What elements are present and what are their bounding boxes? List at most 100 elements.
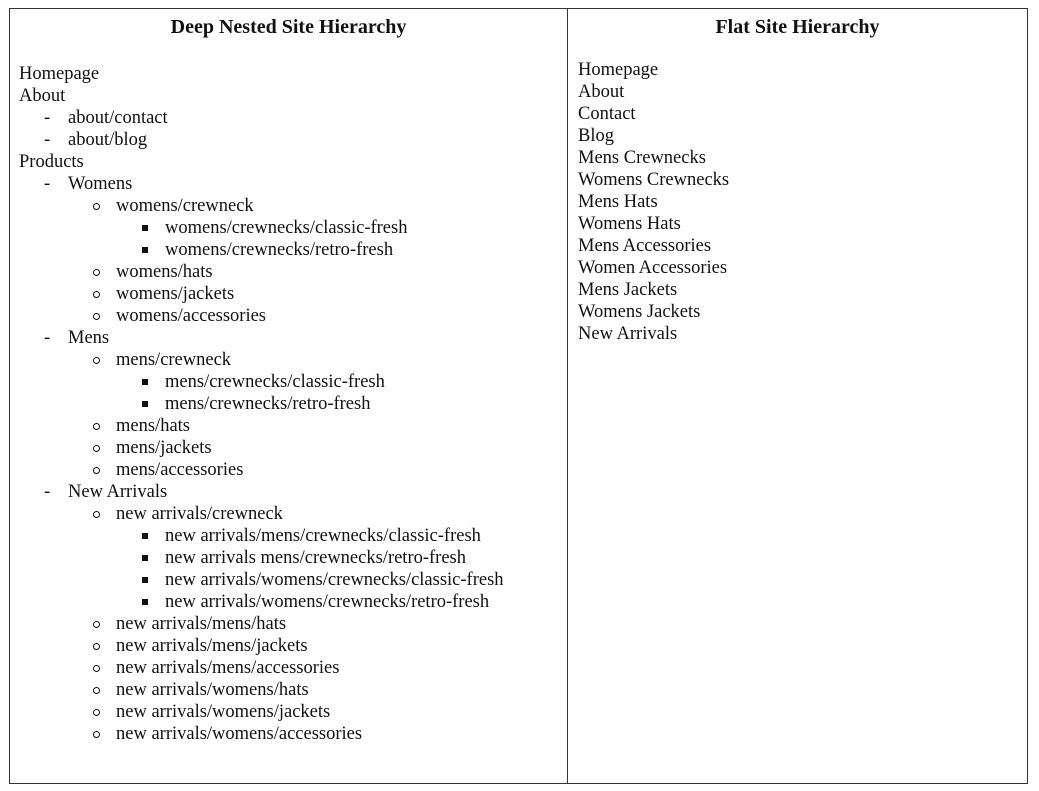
deep-nested-title: Deep Nested Site Hierarchy bbox=[170, 16, 407, 38]
list-item-text: Womens Jackets bbox=[578, 302, 701, 322]
list-item: Mens Accessories bbox=[568, 235, 1027, 257]
hollow-circle-bullet-icon bbox=[93, 687, 100, 694]
square-bullet-icon bbox=[142, 577, 148, 583]
hollow-circle-bullet-icon bbox=[93, 269, 100, 276]
list-item-text: new arrivals mens/crewnecks/retro-fresh bbox=[165, 548, 467, 568]
list-item-text: Mens Hats bbox=[578, 192, 658, 212]
list-item-text: womens/crewnecks/classic-fresh bbox=[165, 218, 408, 238]
hollow-circle-bullet-icon bbox=[93, 621, 100, 628]
list-item: new arrivals/womens/jackets bbox=[10, 701, 567, 723]
list-item-text: Mens Jackets bbox=[578, 280, 678, 300]
list-item: new arrivals/womens/hats bbox=[10, 679, 567, 701]
list-item-text: new arrivals/crewneck bbox=[116, 504, 283, 524]
list-item: Contact bbox=[568, 103, 1027, 125]
list-item-text: Homepage bbox=[19, 64, 100, 84]
square-bullet-icon bbox=[142, 247, 148, 253]
list-item: -about/blog bbox=[10, 129, 567, 151]
square-bullet-icon bbox=[142, 401, 148, 407]
list-item-text: mens/accessories bbox=[116, 460, 244, 480]
list-item-text: womens/jackets bbox=[116, 284, 235, 304]
list-item: Mens Crewnecks bbox=[568, 147, 1027, 169]
list-item-text: Contact bbox=[578, 104, 636, 124]
list-item-text: new arrivals/womens/crewnecks/classic-fr… bbox=[165, 570, 504, 590]
dash-bullet-icon: - bbox=[44, 482, 51, 502]
list-item: Mens Jackets bbox=[568, 279, 1027, 301]
list-item-text: womens/crewnecks/retro-fresh bbox=[165, 240, 394, 260]
list-item: new arrivals/crewneck bbox=[10, 503, 567, 525]
list-item-text: Womens Hats bbox=[578, 214, 681, 234]
list-item-text: new arrivals/mens/jackets bbox=[116, 636, 308, 656]
list-item: Blog bbox=[568, 125, 1027, 147]
list-item-text: New Arrivals bbox=[68, 482, 168, 502]
flat-title: Flat Site Hierarchy bbox=[715, 16, 880, 38]
list-item-text: about/blog bbox=[68, 130, 148, 150]
list-item-text: new arrivals/womens/crewnecks/retro-fres… bbox=[165, 592, 490, 612]
list-item: -about/contact bbox=[10, 107, 567, 129]
list-item: mens/jackets bbox=[10, 437, 567, 459]
hollow-circle-bullet-icon bbox=[93, 313, 100, 320]
list-item: mens/crewnecks/classic-fresh bbox=[10, 371, 567, 393]
hollow-circle-bullet-icon bbox=[93, 643, 100, 650]
dash-bullet-icon: - bbox=[44, 328, 51, 348]
list-item: mens/accessories bbox=[10, 459, 567, 481]
list-item-text: mens/crewnecks/classic-fresh bbox=[165, 372, 385, 392]
list-item-text: new arrivals/womens/hats bbox=[116, 680, 309, 700]
list-item: womens/crewneck bbox=[10, 195, 567, 217]
hollow-circle-bullet-icon bbox=[93, 423, 100, 430]
list-item: womens/crewnecks/retro-fresh bbox=[10, 239, 567, 261]
list-item: Homepage bbox=[568, 59, 1027, 81]
list-item: new arrivals/mens/crewnecks/classic-fres… bbox=[10, 525, 567, 547]
list-item: womens/accessories bbox=[10, 305, 567, 327]
list-item: new arrivals/womens/crewnecks/retro-fres… bbox=[10, 591, 567, 613]
hollow-circle-bullet-icon bbox=[93, 445, 100, 452]
list-item-text: New Arrivals bbox=[578, 324, 678, 344]
list-item: Mens Hats bbox=[568, 191, 1027, 213]
hollow-circle-bullet-icon bbox=[93, 291, 100, 298]
list-item: -Mens bbox=[10, 327, 567, 349]
hollow-circle-bullet-icon bbox=[93, 731, 100, 738]
list-item: Products bbox=[10, 151, 567, 173]
list-item-text: new arrivals/womens/jackets bbox=[116, 702, 331, 722]
list-item: new arrivals/mens/accessories bbox=[10, 657, 567, 679]
list-item: new arrivals/mens/jackets bbox=[10, 635, 567, 657]
square-bullet-icon bbox=[142, 533, 148, 539]
list-item-text: new arrivals/mens/crewnecks/classic-fres… bbox=[165, 526, 481, 546]
list-item-text: Womens Crewnecks bbox=[578, 170, 730, 190]
square-bullet-icon bbox=[142, 379, 148, 385]
hollow-circle-bullet-icon bbox=[93, 357, 100, 364]
list-item-text: Products bbox=[19, 152, 84, 172]
list-item: New Arrivals bbox=[568, 323, 1027, 345]
square-bullet-icon bbox=[142, 599, 148, 605]
list-item-text: About bbox=[19, 86, 66, 106]
list-item: Womens Crewnecks bbox=[568, 169, 1027, 191]
dash-bullet-icon: - bbox=[44, 108, 51, 128]
list-item: About bbox=[10, 85, 567, 107]
list-item: Women Accessories bbox=[568, 257, 1027, 279]
hollow-circle-bullet-icon bbox=[93, 511, 100, 518]
list-item-text: Mens Crewnecks bbox=[578, 148, 706, 168]
list-item: new arrivals/mens/hats bbox=[10, 613, 567, 635]
square-bullet-icon bbox=[142, 225, 148, 231]
list-item-text: new arrivals/mens/hats bbox=[116, 614, 287, 634]
list-item-text: Womens bbox=[68, 174, 133, 194]
list-item: womens/jackets bbox=[10, 283, 567, 305]
list-item-text: new arrivals/mens/accessories bbox=[116, 658, 340, 678]
list-item: Homepage bbox=[10, 63, 567, 85]
column-divider bbox=[567, 9, 568, 783]
list-item-text: Mens Accessories bbox=[578, 236, 712, 256]
list-item-text: About bbox=[578, 82, 625, 102]
list-item-text: mens/hats bbox=[116, 416, 190, 436]
list-item-text: womens/crewneck bbox=[116, 196, 254, 216]
list-item: Womens Hats bbox=[568, 213, 1027, 235]
list-item-text: womens/hats bbox=[116, 262, 213, 282]
list-item-text: Blog bbox=[578, 126, 614, 146]
list-item: new arrivals mens/crewnecks/retro-fresh bbox=[10, 547, 567, 569]
dash-bullet-icon: - bbox=[44, 130, 51, 150]
list-item-text: womens/accessories bbox=[116, 306, 267, 326]
list-item-text: Mens bbox=[68, 328, 110, 348]
list-item-text: Homepage bbox=[578, 60, 659, 80]
